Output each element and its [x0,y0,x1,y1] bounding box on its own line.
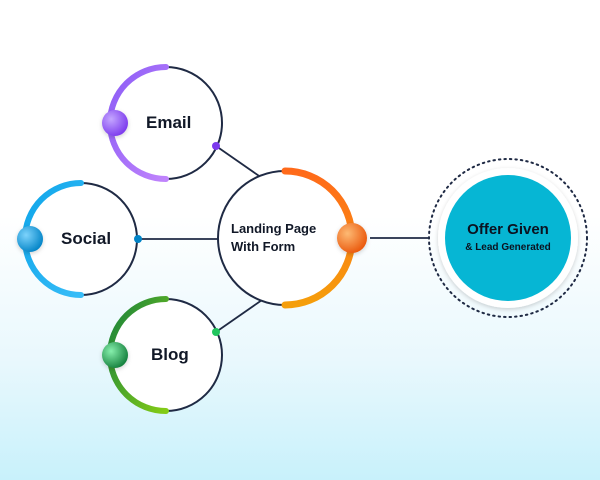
email-label: Email [146,113,192,132]
offer-node [428,158,588,318]
connector-email-landing [215,145,263,179]
blog-dot-icon [102,342,128,368]
blog-label: Blog [151,345,189,364]
offer-dotted-ring [428,158,588,318]
social-dot-icon [17,226,43,252]
landing-label-line1: Landing Page [231,221,317,236]
offer-subtitle: & Lead Generated [465,242,551,253]
landing-node [217,167,367,309]
email-dot-icon [102,110,128,136]
connector-blog-landing [215,299,263,333]
social-label: Social [61,229,112,248]
offer-title: Offer Given [467,221,549,238]
blog-node [102,296,223,414]
email-node [102,64,223,182]
blog-connector-dot [212,328,220,336]
landing-dot-icon [337,223,367,253]
email-connector-dot [212,142,220,150]
landing-label: Landing Page With Form [231,220,316,256]
offer-fill-circle [445,175,571,301]
connectors [138,145,430,333]
social-node [17,180,142,298]
social-connector-dot [134,235,142,243]
landing-label-line2: With Form [231,239,296,254]
